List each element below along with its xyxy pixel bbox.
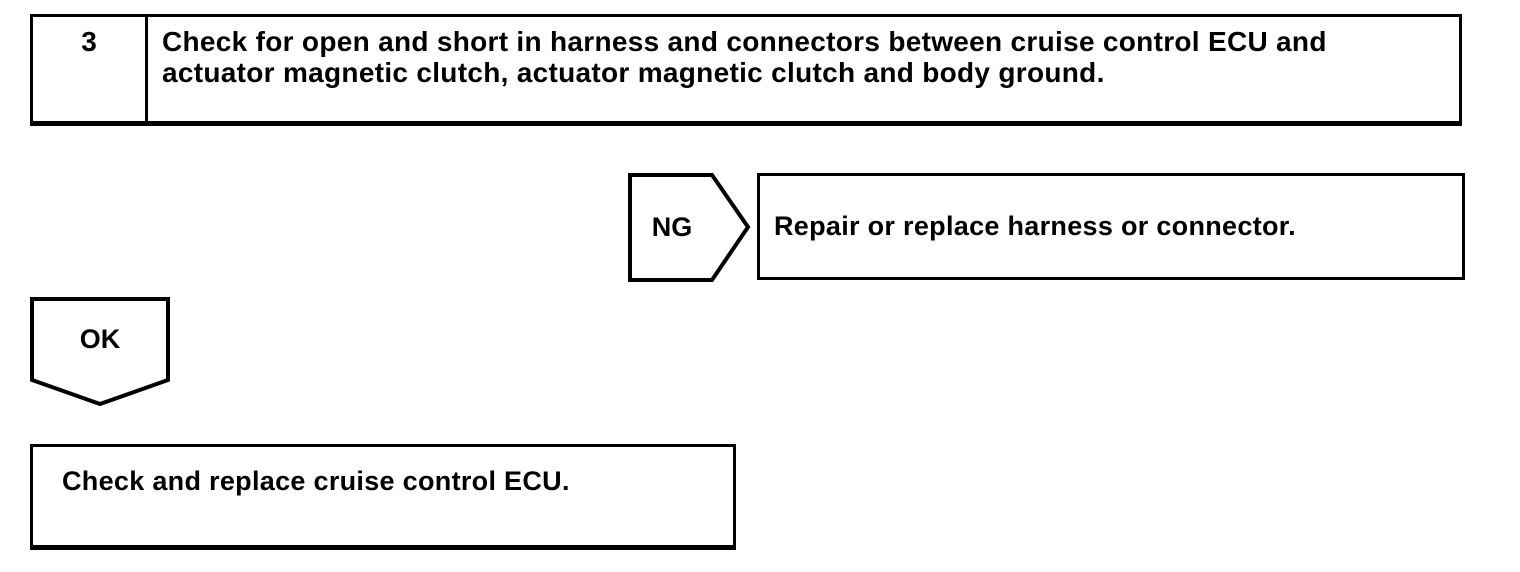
ok-action-text: Check and replace cruise control ECU.	[62, 466, 570, 496]
ng-action-box: Repair or replace harness or connector.	[757, 173, 1465, 280]
ng-label: NG	[651, 212, 693, 242]
ok-action-box: Check and replace cruise control ECU.	[30, 444, 736, 550]
step-box: 3 Check for open and short in harness an…	[30, 14, 1462, 126]
ok-arrow-shape	[30, 297, 170, 406]
ok-label: OK	[79, 323, 121, 354]
ng-arrow-shape	[628, 173, 751, 282]
step-number: 3	[33, 17, 148, 121]
ng-action-text: Repair or replace harness or connector.	[774, 211, 1296, 241]
step-instruction-text: Check for open and short in harness and …	[162, 26, 1327, 88]
